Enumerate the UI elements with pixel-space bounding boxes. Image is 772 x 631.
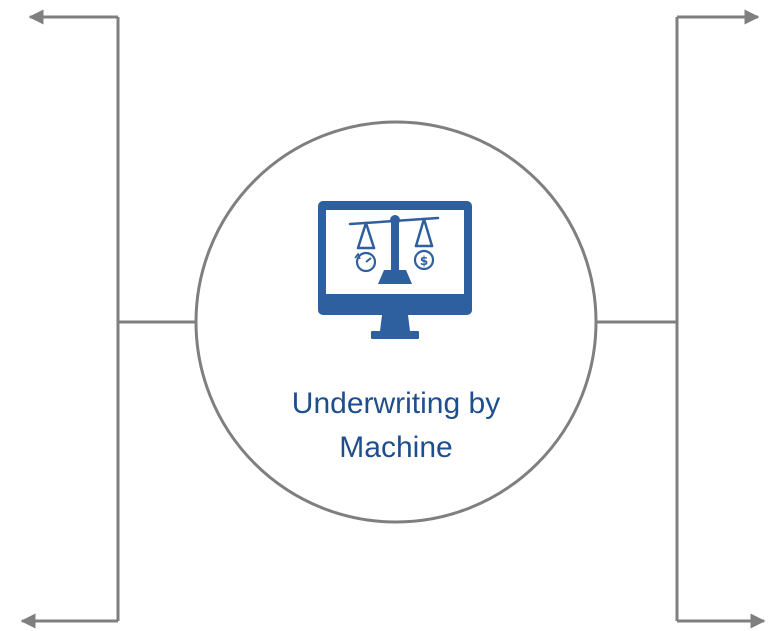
left-bracket-connector [20, 9, 196, 629]
center-node-label: Underwriting by Machine [236, 382, 556, 470]
svg-text:$: $ [420, 254, 428, 268]
label-line-2: Machine [339, 431, 453, 464]
right-bracket-connector [596, 9, 766, 629]
monitor-with-balance-scale-icon: $ [318, 201, 472, 339]
label-line-1: Underwriting by [291, 387, 501, 420]
